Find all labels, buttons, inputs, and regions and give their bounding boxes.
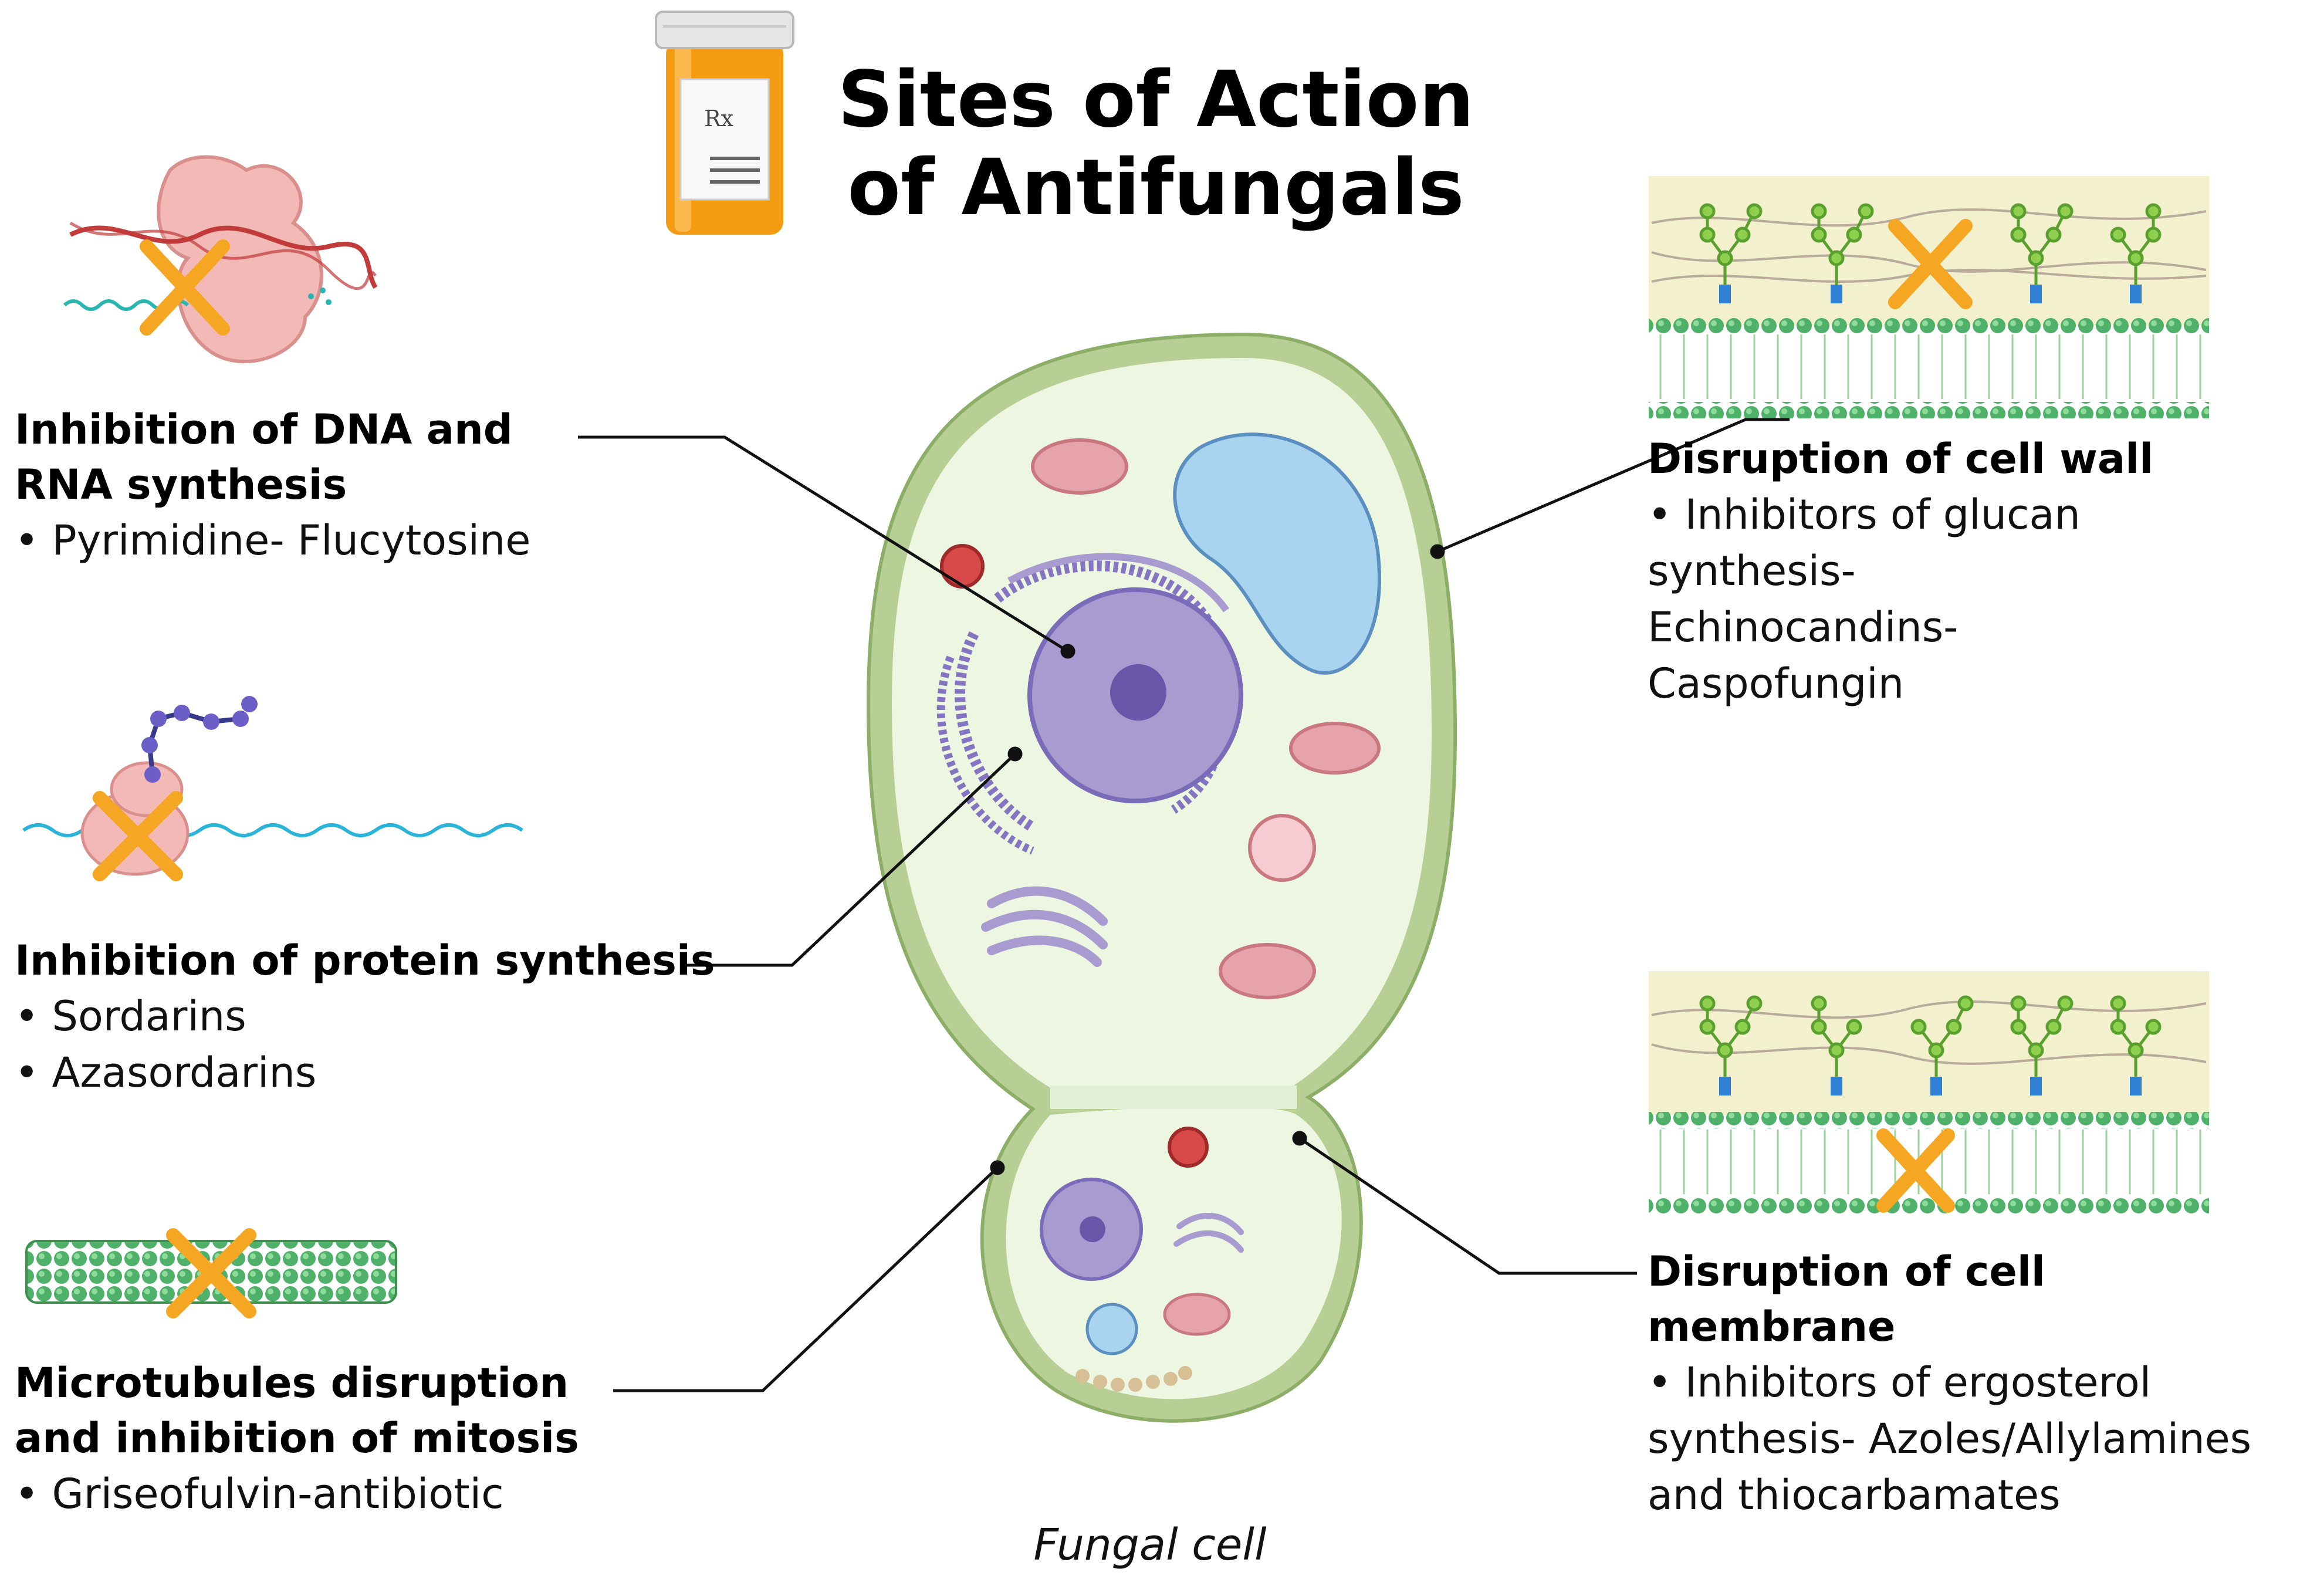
- cell-wall-block: Disruption of cell wall • Inhibitors of …: [1648, 431, 2153, 712]
- figure-caption: Fungal cell: [1033, 1520, 1267, 1570]
- dna-heading-2: RNA synthesis: [15, 461, 347, 509]
- protein-item-1: • Sordarins: [15, 992, 246, 1040]
- protein-heading: Inhibition of protein synthesis: [15, 936, 715, 985]
- membrane-item-2: synthesis- Azoles/Allylamines: [1648, 1415, 2252, 1463]
- cross-mark-icon: [93, 791, 183, 881]
- membrane-heading: Disruption of cell membrane: [1648, 1247, 2045, 1351]
- microtubule-item: • Griseofulvin-antibiotic: [15, 1470, 504, 1518]
- microtubule-heading-2: and inhibition of mitosis: [15, 1414, 579, 1462]
- bud-vacuole: [1085, 1303, 1138, 1355]
- title-line-2: of Antifungals: [847, 143, 1464, 233]
- wall-item-2: synthesis-: [1648, 547, 1856, 595]
- fungal-cell: [866, 332, 1457, 1423]
- bud-nucleolus: [1080, 1216, 1105, 1242]
- wall-item-1: • Inhibitors of glucan: [1648, 491, 2081, 539]
- dna-item: • Pyrimidine- Flucytosine: [15, 516, 531, 564]
- title-line-1: Sites of Action: [837, 55, 1474, 145]
- microtubule-heading-1: Microtubules disruption: [15, 1359, 569, 1407]
- dna-rna-block: Inhibition of DNA and RNA synthesis • Py…: [15, 402, 530, 569]
- ribosome-icon: [22, 696, 523, 876]
- cross-mark-icon: [1888, 219, 1973, 309]
- golgi-apparatus: [981, 886, 1108, 967]
- microtubule-block: Microtubules disruption and inhibition o…: [15, 1355, 579, 1522]
- vacuole: [1173, 432, 1381, 675]
- nucleus: [936, 553, 1243, 855]
- membrane-item-1: • Inhibitors of ergosterol: [1648, 1358, 2152, 1406]
- cell-membrane-block: Disruption of cell membrane • Inhibitors…: [1648, 1244, 2300, 1523]
- cross-mark-icon: [166, 1228, 256, 1318]
- wall-heading: Disruption of cell wall: [1648, 435, 2154, 483]
- protein-item-2: • Azasordarins: [15, 1049, 317, 1097]
- connector-line: [578, 418, 1790, 1392]
- wall-item-3: Echinocandins-: [1648, 603, 1959, 651]
- dna-heading-1: Inhibition of DNA and: [15, 405, 513, 454]
- storage-granules: [1075, 1366, 1192, 1392]
- lysosome: [1168, 1127, 1209, 1168]
- protein-block: Inhibition of protein synthesis • Sordar…: [15, 933, 715, 1101]
- cell-wall-diagram: [1649, 176, 2209, 418]
- membrane-item-3: and thiocarbamates: [1648, 1471, 2061, 1519]
- page-title: Sites of Action of Antifungals: [810, 56, 1502, 232]
- lysosome: [940, 544, 985, 589]
- pill-bottle-icon: Rx: [655, 11, 794, 235]
- rx-label: Rx: [704, 106, 733, 131]
- cell-membrane-diagram: [1649, 971, 2209, 1213]
- cross-mark-icon: [140, 239, 230, 336]
- bud-golgi: [1173, 1212, 1244, 1253]
- peroxisome: [1248, 814, 1316, 882]
- wall-item-4: Caspofungin: [1648, 660, 1905, 708]
- cross-mark-icon: [1876, 1128, 1955, 1213]
- mitochondria: [1031, 438, 1381, 1336]
